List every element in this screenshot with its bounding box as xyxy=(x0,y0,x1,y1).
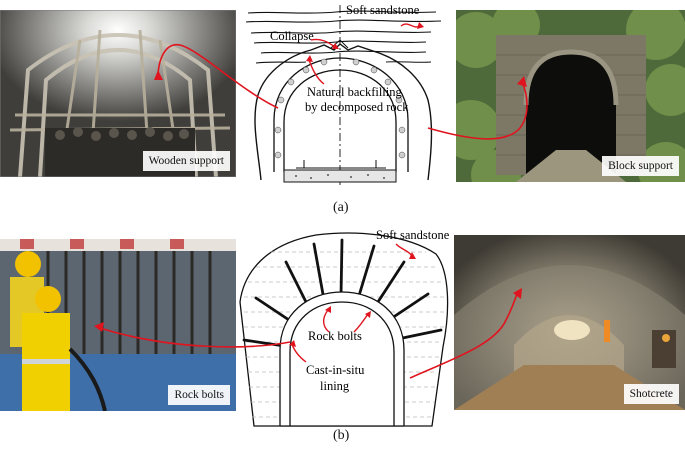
panel-b-diagram: Soft sandstone Rock bolts Cast-in-situ l… xyxy=(239,228,450,427)
rock-bolts-label: Rock bolts xyxy=(168,385,230,405)
shotcrete-label: Shotcrete xyxy=(623,384,679,404)
lining-label-line1: Cast-in-situ xyxy=(306,363,365,377)
collapse-label: Collapse xyxy=(270,29,314,43)
caption-b: (b) xyxy=(333,428,350,443)
soft-sandstone-label-b: Soft sandstone xyxy=(376,228,450,242)
backfill-label-line1: Natural backfilling xyxy=(307,85,403,99)
rock-bolts-photo: Rock bolts xyxy=(0,239,236,411)
soft-sandstone-label-a: Soft sandstone xyxy=(346,3,420,17)
backfill-label-line2: by decomposed rock xyxy=(305,100,409,114)
panel-a-diagram: Soft sandstone Collapse Natural backfill… xyxy=(245,3,442,185)
block-support-label: Block support xyxy=(602,156,679,176)
wooden-support-photo: Wooden support xyxy=(0,10,236,177)
wooden-support-label: Wooden support xyxy=(142,151,230,171)
lining-label-line2: lining xyxy=(320,379,350,393)
block-support-photo: Block support xyxy=(456,10,685,182)
rock-bolts-diagram-label: Rock bolts xyxy=(308,329,362,343)
caption-a: (a) xyxy=(333,200,349,215)
shotcrete-photo: Shotcrete xyxy=(454,235,685,410)
